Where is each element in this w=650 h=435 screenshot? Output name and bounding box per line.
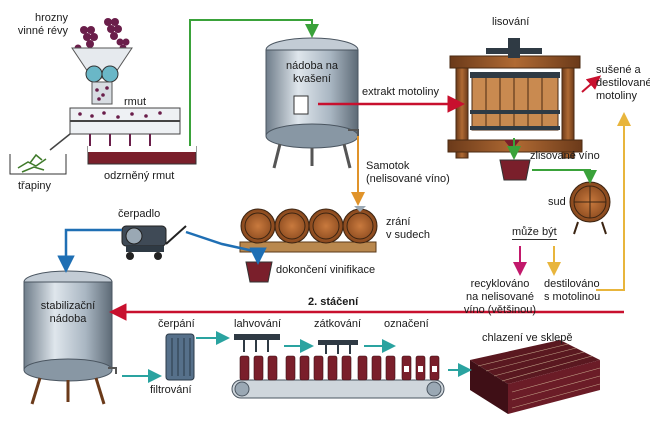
label-filtering: filtrování bbox=[150, 384, 192, 396]
label-recycled-line2: na nelisované bbox=[466, 291, 534, 303]
label-stab-line1: stabilizační bbox=[40, 300, 96, 312]
arrow-to-dried-pomace bbox=[596, 112, 631, 291]
label-grapes-line2: vinné révy bbox=[17, 25, 68, 37]
label-distilled-line1: destilováno bbox=[544, 278, 600, 290]
label-grapes-line1: hrozny bbox=[34, 12, 68, 24]
label-distilled-line2: s motolinou bbox=[544, 291, 601, 303]
label-aging-line1: zrání bbox=[386, 216, 411, 228]
label-free-run-line2: (nelisované víno) bbox=[366, 173, 450, 185]
small-barrel bbox=[569, 181, 611, 235]
label-aging: zrání v sudech bbox=[386, 216, 430, 242]
label-stabilization-tank: stabilizační nádoba bbox=[28, 300, 108, 326]
label-stems: třapiny bbox=[18, 180, 52, 192]
stabilization-tank bbox=[23, 270, 117, 405]
label-dried-line1: sušené a bbox=[596, 64, 641, 76]
bottle-stacks bbox=[470, 340, 601, 414]
label-grapes: hrozny vinné révy bbox=[8, 12, 68, 38]
label-labeling: označení bbox=[384, 318, 429, 330]
label-free-run-line1: Samotok bbox=[366, 160, 410, 172]
arrow-press-to-pomace bbox=[581, 75, 602, 93]
label-second-racking: 2. stáčení bbox=[308, 296, 359, 308]
label-free-run: Samotok (nelisované víno) bbox=[366, 160, 450, 186]
arrow-must-to-tank bbox=[189, 19, 319, 146]
label-fermentation-tank: nádoba na kvašení bbox=[272, 60, 352, 86]
label-can-be: může být bbox=[512, 226, 557, 240]
label-pump: čerpadlo bbox=[118, 208, 161, 220]
label-recycled-line3: víno (většinou) bbox=[463, 304, 537, 316]
label-bottling: lahvování bbox=[234, 318, 282, 330]
label-recycled-line1: recyklováno bbox=[470, 278, 530, 290]
arrow-bucket-to-barrel bbox=[532, 169, 597, 184]
label-must: rmut bbox=[124, 96, 146, 108]
label-recycled: recyklováno na nelisované víno (většinou… bbox=[452, 278, 548, 317]
label-pressed-wine: zlisované víno bbox=[530, 150, 600, 162]
label-aging-line2: v sudech bbox=[386, 229, 431, 241]
label-pomace-extract: extrakt motoliny bbox=[362, 86, 440, 98]
pressed-wine-bucket bbox=[499, 159, 531, 181]
arrow-pump-to-stab bbox=[57, 228, 122, 273]
label-pressing: lisování bbox=[492, 16, 530, 28]
label-corking: zátkování bbox=[314, 318, 362, 330]
label-dried-line3: motoliny bbox=[596, 90, 637, 102]
grape-crusher bbox=[9, 18, 197, 175]
label-fermentation-line1: nádoba na bbox=[286, 60, 338, 72]
label-drained-must: odzrněný rmut bbox=[104, 170, 175, 182]
label-stab-line2: nádoba bbox=[49, 313, 87, 325]
finishing-bucket bbox=[245, 261, 273, 283]
label-fermentation-line2: kvašení bbox=[293, 73, 331, 85]
label-distilled: destilováno s motolinou bbox=[544, 278, 600, 304]
label-pumping: čerpání bbox=[158, 318, 195, 330]
aging-barrels bbox=[239, 206, 378, 253]
label-dried-line2: destilované bbox=[596, 77, 650, 89]
label-dried-pomace: sušené a destilované motoliny bbox=[596, 64, 650, 103]
label-finishing: dokončení vinifikace bbox=[276, 264, 376, 276]
filter-icon bbox=[165, 333, 195, 381]
label-cellar-cooling: chlazení ve sklepě bbox=[482, 332, 573, 344]
arrow-barrels-to-finishing bbox=[185, 230, 267, 265]
pump-icon bbox=[121, 225, 187, 260]
bottling-line bbox=[231, 334, 445, 399]
label-barrel: sud bbox=[548, 196, 566, 208]
